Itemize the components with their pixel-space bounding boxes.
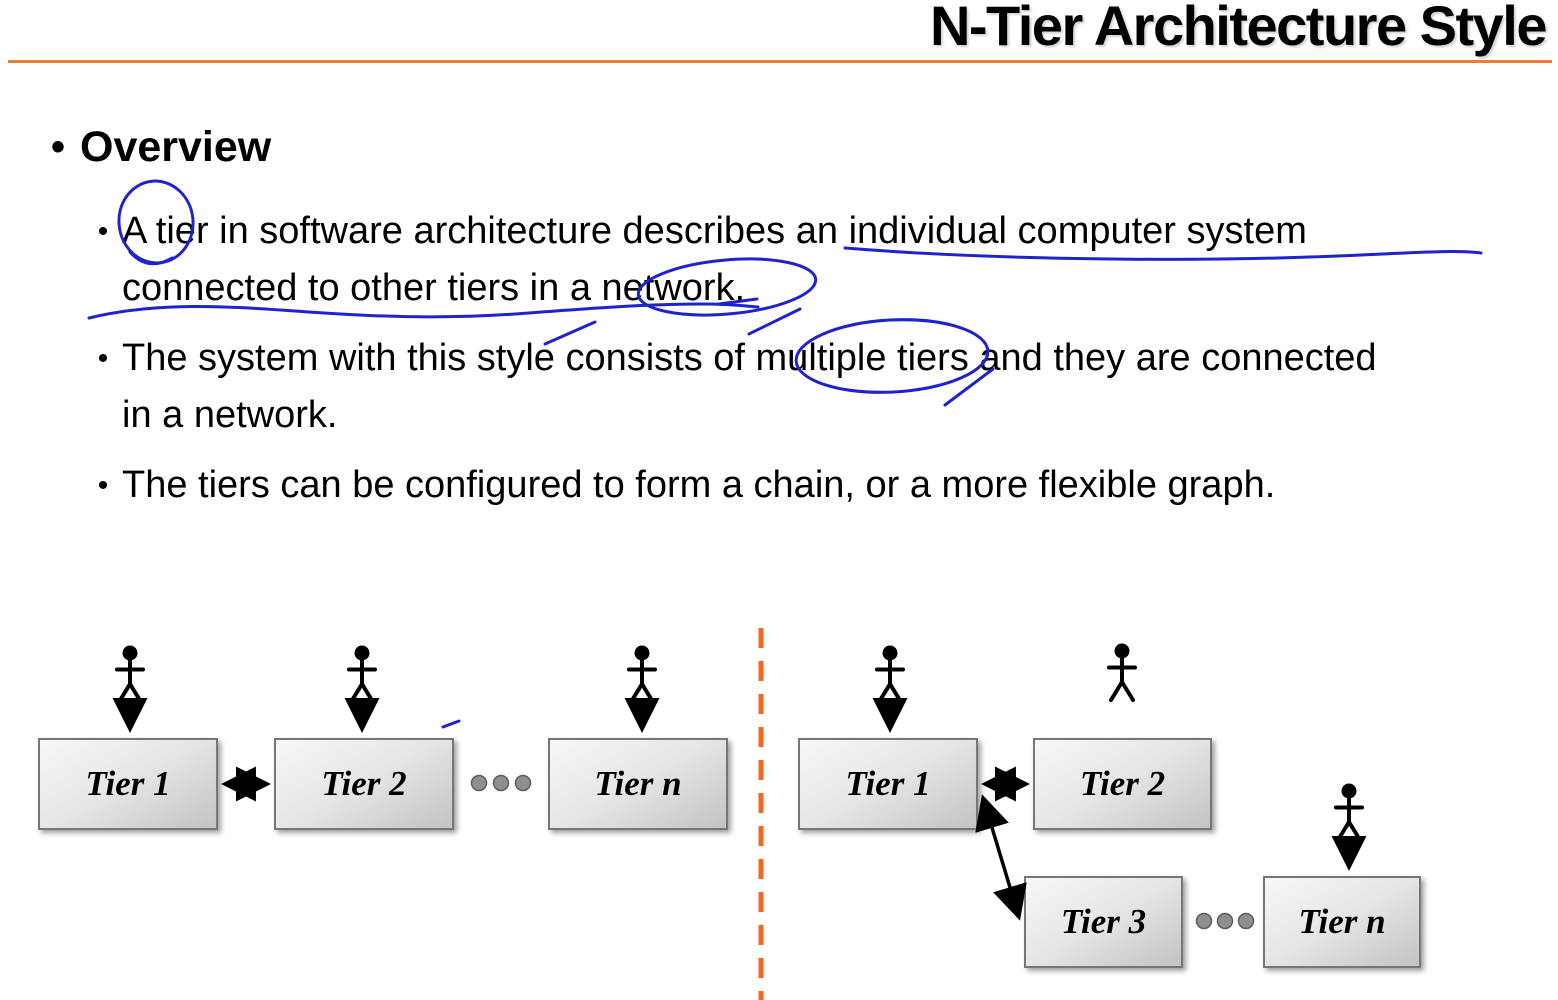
actor-icon	[1107, 641, 1137, 702]
list-item: • The system with this style consists of…	[36, 330, 1541, 444]
bullet-text: The system with this style consists of m…	[122, 330, 1541, 444]
ellipsis-dots	[1195, 912, 1255, 930]
left-tier-1-box: Tier 1	[38, 738, 218, 830]
bullet-text: A tier in software architecture describe…	[122, 203, 1541, 317]
bullet-line: The tiers can be configured to form a ch…	[122, 464, 1276, 506]
diagonal-double-arrow	[975, 794, 1027, 921]
title-underline-rule	[8, 60, 1552, 63]
page-title: N-Tier Architecture Style	[929, 0, 1548, 57]
right-tier-2-box: Tier 2	[1033, 738, 1212, 830]
actor-icon	[627, 643, 657, 704]
right-tier-1-box: Tier 1	[798, 738, 978, 830]
actor-icon	[115, 643, 145, 704]
right-tier-3-box: Tier 3	[1024, 876, 1183, 968]
pen-dash-above-tier2	[441, 719, 461, 729]
bullet-line: in a network.	[122, 394, 338, 436]
left-tier-n-box: Tier n	[548, 738, 728, 830]
bullet-icon: •	[97, 469, 109, 502]
actor-icon	[1334, 781, 1364, 842]
bullet-icon: •	[97, 215, 109, 248]
bullet-line: The system with this style consists of m…	[122, 337, 1377, 379]
actor-icon	[347, 643, 377, 704]
overview-heading-row: • Overview	[36, 121, 1541, 173]
overview-heading: Overview	[80, 123, 272, 171]
bullet-text: The tiers can be configured to form a ch…	[122, 457, 1541, 514]
bullet-icon: •	[50, 125, 65, 169]
actor-icon	[875, 643, 905, 704]
bullet-list: • Overview • A tier in software architec…	[36, 121, 1541, 527]
bullet-line: A tier in software architecture describe…	[122, 210, 1307, 252]
bullet-icon: •	[97, 342, 109, 375]
bullet-line: connected to other tiers in a network.	[122, 267, 746, 309]
list-item: • The tiers can be configured to form a …	[36, 457, 1541, 514]
right-tier-n-box: Tier n	[1263, 876, 1421, 968]
left-tier-2-box: Tier 2	[274, 738, 454, 830]
list-item: • A tier in software architecture descri…	[36, 203, 1541, 317]
ellipsis-dots	[470, 774, 532, 792]
